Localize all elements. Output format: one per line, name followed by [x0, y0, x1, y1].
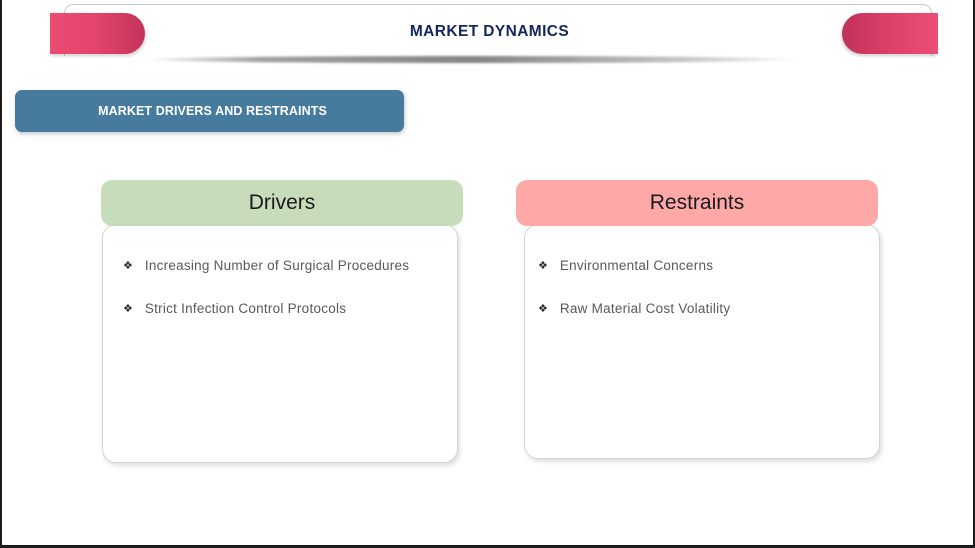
restraints-card-header: Restraints: [516, 180, 878, 226]
ribbon-right-decoration: [842, 13, 938, 54]
restraints-bullet-list: ❖ Environmental Concerns ❖ Raw Material …: [516, 180, 900, 343]
header-outline-shape: [64, 4, 932, 56]
diamond-bullet-icon: ❖: [538, 303, 548, 315]
drivers-card-body: [102, 224, 458, 463]
drivers-card-title: Drivers: [248, 191, 316, 214]
diamond-bullet-icon: ❖: [123, 260, 133, 272]
diamond-bullet-icon: ❖: [123, 303, 133, 315]
header-shadow-accent: [142, 56, 802, 63]
list-item: ❖ Raw Material Cost Volatility: [538, 300, 900, 318]
page-title: MARKET DYNAMICS: [409, 23, 570, 40]
list-item: ❖ Strict Infection Control Protocols: [123, 300, 485, 318]
drivers-bullet-list: ❖ Increasing Number of Surgical Procedur…: [101, 180, 485, 343]
restraints-card: Restraints ❖ Environmental Concerns ❖ Ra…: [516, 180, 880, 460]
restraints-card-body: [524, 224, 880, 459]
list-item-label: Strict Infection Control Protocols: [144, 301, 347, 316]
drivers-card-header: Drivers: [101, 180, 463, 226]
section-banner-label: MARKET DRIVERS AND RESTRAINTS: [98, 104, 327, 118]
section-banner: MARKET DRIVERS AND RESTRAINTS: [15, 90, 404, 132]
drivers-card: Drivers ❖ Increasing Number of Surgical …: [101, 180, 463, 464]
list-item-label: Environmental Concerns: [559, 258, 714, 273]
list-item: ❖ Increasing Number of Surgical Procedur…: [123, 257, 485, 275]
list-item: ❖ Environmental Concerns: [538, 257, 900, 275]
ribbon-left-decoration: [50, 13, 145, 54]
diamond-bullet-icon: ❖: [538, 260, 548, 272]
restraints-card-title: Restraints: [649, 191, 745, 214]
list-item-label: Increasing Number of Surgical Procedures: [144, 258, 410, 273]
slide-header: MARKET DYNAMICS: [2, 0, 973, 78]
list-item-label: Raw Material Cost Volatility: [559, 301, 731, 316]
